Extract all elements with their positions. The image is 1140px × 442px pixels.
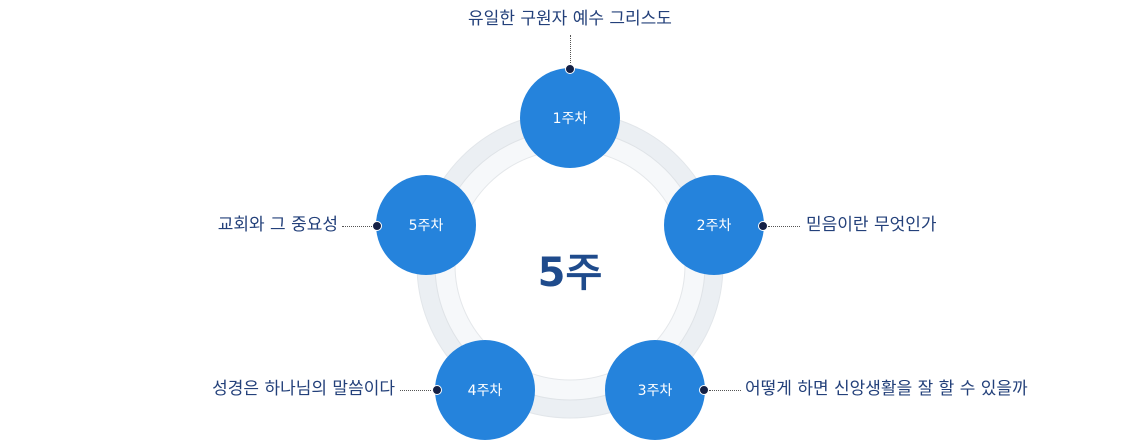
- connector-line: [709, 390, 741, 391]
- week-1-topic: 유일한 구원자 예수 그리스도: [468, 9, 672, 29]
- connector-dot: [432, 385, 442, 395]
- week-1-circle: 1주차: [520, 68, 620, 168]
- connector-dot: [758, 221, 768, 231]
- week-5-topic: 교회와 그 중요성: [217, 215, 338, 235]
- week-3-topic: 어떻게 하면 신앙생활을 잘 할 수 있을까: [745, 379, 1028, 399]
- connector-line: [768, 226, 800, 227]
- connector-dot: [372, 221, 382, 231]
- center-label: 5주: [537, 250, 603, 296]
- week-2-topic: 믿음이란 무엇인가: [806, 215, 937, 235]
- week-4-circle: 4주차: [435, 340, 535, 440]
- connector-line: [400, 390, 433, 391]
- week-4-topic: 성경은 하나님의 말씀이다: [212, 379, 395, 399]
- connector-dot: [699, 385, 709, 395]
- connector-dot: [565, 64, 575, 74]
- week-5-circle: 5주차: [376, 175, 476, 275]
- connector-line: [570, 35, 571, 65]
- week-3-circle: 3주차: [605, 340, 705, 440]
- week-2-circle: 2주차: [664, 175, 764, 275]
- connector-line: [342, 226, 374, 227]
